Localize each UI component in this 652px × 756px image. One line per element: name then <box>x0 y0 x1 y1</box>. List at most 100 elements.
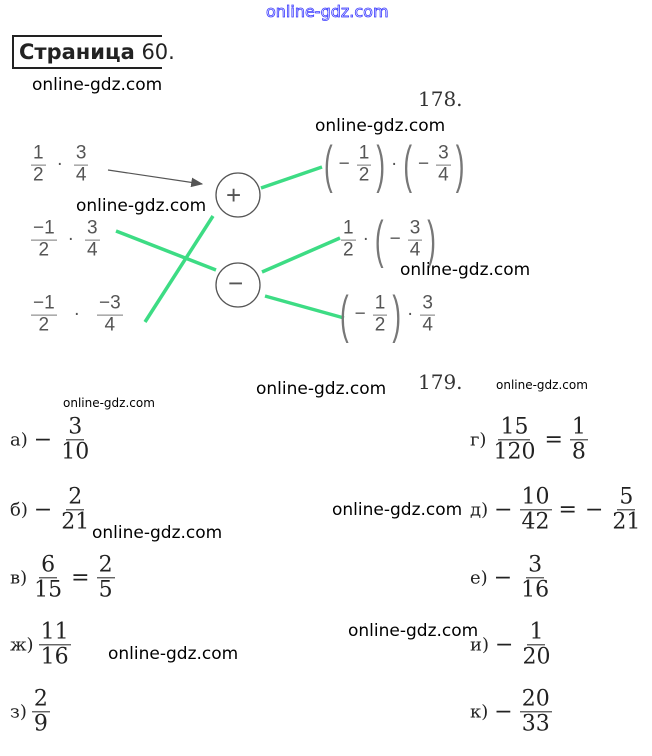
numerator: 3 <box>85 217 100 241</box>
operator: − <box>584 497 604 523</box>
operator: − <box>495 632 514 658</box>
numerator: 3 <box>407 217 423 241</box>
numerator: 3 <box>526 552 545 579</box>
numerator: 3 <box>420 292 435 316</box>
arrow <box>107 169 204 188</box>
numerator: −3 <box>97 292 123 316</box>
numerator: 2 <box>66 484 85 511</box>
item-label: в) <box>10 567 28 589</box>
minus-sign: − <box>228 268 244 298</box>
denominator: 20 <box>522 644 551 670</box>
page-number: 60. <box>141 40 175 64</box>
denominator: 2 <box>343 239 354 261</box>
denominator: 2 <box>33 164 44 186</box>
item-label: е) <box>470 567 488 589</box>
right-paren: ) <box>376 134 386 194</box>
denominator: 42 <box>521 509 550 535</box>
denominator: 4 <box>422 314 433 336</box>
numerator: −1 <box>31 217 57 241</box>
task-number-178: 178. <box>418 87 463 111</box>
watermark: online-gdz.com <box>256 379 387 399</box>
denominator: 21 <box>61 509 90 535</box>
page-title: Страница 60. <box>12 35 175 69</box>
operator: = <box>71 565 90 591</box>
watermark: online-gdz.com <box>32 75 163 95</box>
denominator: 2 <box>38 314 50 336</box>
left-paren: ( <box>374 209 384 269</box>
connector-line <box>261 236 341 274</box>
numerator: −1 <box>31 292 57 316</box>
plus-sign: + <box>226 180 242 210</box>
minus-circle <box>215 262 261 308</box>
connector-line <box>264 294 345 320</box>
denominator: 9 <box>33 711 48 737</box>
operator: − <box>338 154 350 175</box>
numerator: 1 <box>31 142 46 166</box>
operator: · <box>362 229 369 250</box>
numerator: 3 <box>73 142 89 166</box>
left-paren: ( <box>403 134 413 194</box>
item-label: б) <box>10 499 28 521</box>
operator: − <box>354 304 366 325</box>
operator: · <box>56 154 63 175</box>
watermark: online-gdz.com <box>400 260 531 280</box>
connector-line <box>260 165 323 190</box>
denominator: 120 <box>493 439 536 465</box>
item-label: и) <box>470 634 490 656</box>
connector-line <box>115 229 217 272</box>
right-paren: ) <box>455 134 465 194</box>
watermark: online-gdz.com <box>92 523 223 543</box>
plus-circle <box>215 172 261 218</box>
numerator: 11 <box>38 619 71 646</box>
numerator: 2 <box>96 552 115 579</box>
operator: · <box>73 304 80 325</box>
numerator: 1 <box>372 292 388 316</box>
watermark: online-gdz.com <box>266 2 389 22</box>
operator: − <box>389 229 401 250</box>
denominator: 2 <box>358 164 370 186</box>
numerator: 3 <box>66 414 85 441</box>
denominator: 4 <box>409 239 421 261</box>
left-paren: ( <box>340 284 349 344</box>
watermark: online-gdz.com <box>108 644 239 664</box>
numerator: 10 <box>519 484 552 511</box>
operator: − <box>418 154 430 175</box>
numerator: 6 <box>39 552 58 579</box>
numerator: 3 <box>436 142 451 166</box>
item-label: ж) <box>10 634 34 656</box>
numerator: 1 <box>527 619 546 646</box>
watermark: online-gdz.com <box>76 196 207 216</box>
denominator: 33 <box>521 711 550 737</box>
denominator: 16 <box>40 644 69 670</box>
item-label: а) <box>10 429 28 451</box>
